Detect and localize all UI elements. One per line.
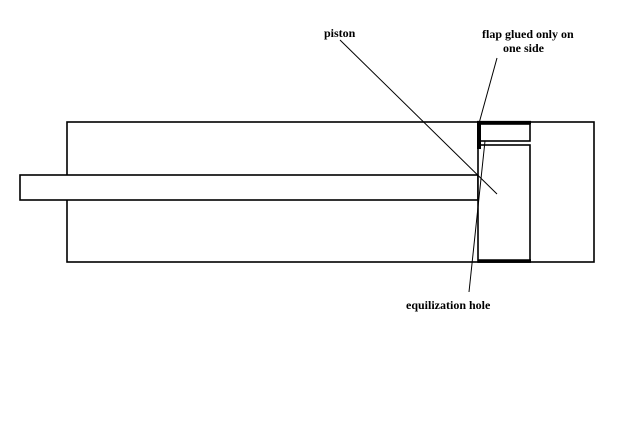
leader-line-piston	[339, 39, 498, 195]
piston-head	[477, 144, 531, 263]
label-equilization-hole: equilization hole	[406, 298, 491, 312]
leader-line-flap	[477, 57, 498, 128]
leader-line-equilization-hole	[468, 140, 486, 293]
label-piston: piston	[324, 26, 356, 40]
glued-edge	[477, 124, 481, 149]
flap	[477, 123, 531, 142]
label-flap-line2: one side	[503, 41, 545, 55]
piston-rod	[19, 174, 479, 201]
label-flap-line1: flap glued only on	[482, 27, 574, 41]
